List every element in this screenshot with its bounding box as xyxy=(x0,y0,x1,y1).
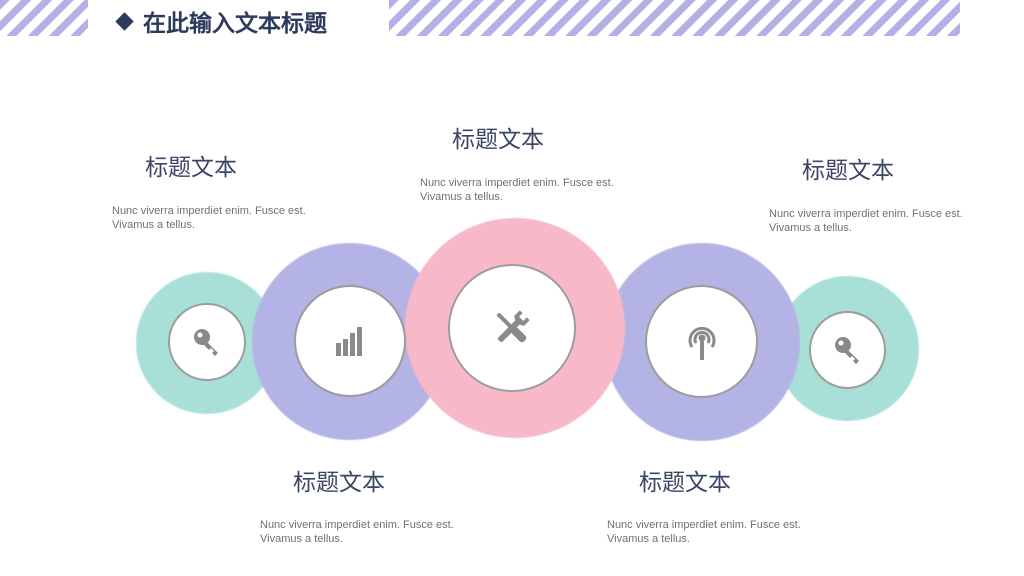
header-stripes-left xyxy=(0,0,88,36)
block-2-title: 标题文本 xyxy=(293,470,385,496)
key-icon xyxy=(831,333,865,367)
block-5-title: 标题文本 xyxy=(802,158,894,184)
key-icon xyxy=(190,325,224,359)
circle-5-inner xyxy=(809,311,886,389)
block-1-title: 标题文本 xyxy=(145,155,237,181)
block-3-desc: Nunc viverra imperdiet enim. Fusce est. … xyxy=(420,177,614,203)
block-2-desc: Nunc viverra imperdiet enim. Fusce est. … xyxy=(260,519,454,545)
block-3-title: 标题文本 xyxy=(452,127,544,153)
circle-4-inner xyxy=(645,285,758,398)
circle-2-inner xyxy=(294,285,406,397)
broadcast-icon xyxy=(683,321,721,363)
circle-3-inner xyxy=(448,264,576,392)
block-5-desc: Nunc viverra imperdiet enim. Fusce est. … xyxy=(769,208,963,234)
header-stripes-right xyxy=(389,0,960,36)
block-4-title: 标题文本 xyxy=(639,470,731,496)
page-title: 在此输入文本标题 xyxy=(115,6,327,37)
circle-1-inner xyxy=(168,303,246,381)
tools-icon xyxy=(490,306,534,350)
page-title-text: 在此输入文本标题 xyxy=(143,11,327,37)
block-4-desc: Nunc viverra imperdiet enim. Fusce est. … xyxy=(607,519,801,545)
diamond-icon xyxy=(115,11,134,31)
block-1-desc: Nunc viverra imperdiet enim. Fusce est. … xyxy=(112,205,306,231)
bar-chart-icon xyxy=(333,324,367,358)
